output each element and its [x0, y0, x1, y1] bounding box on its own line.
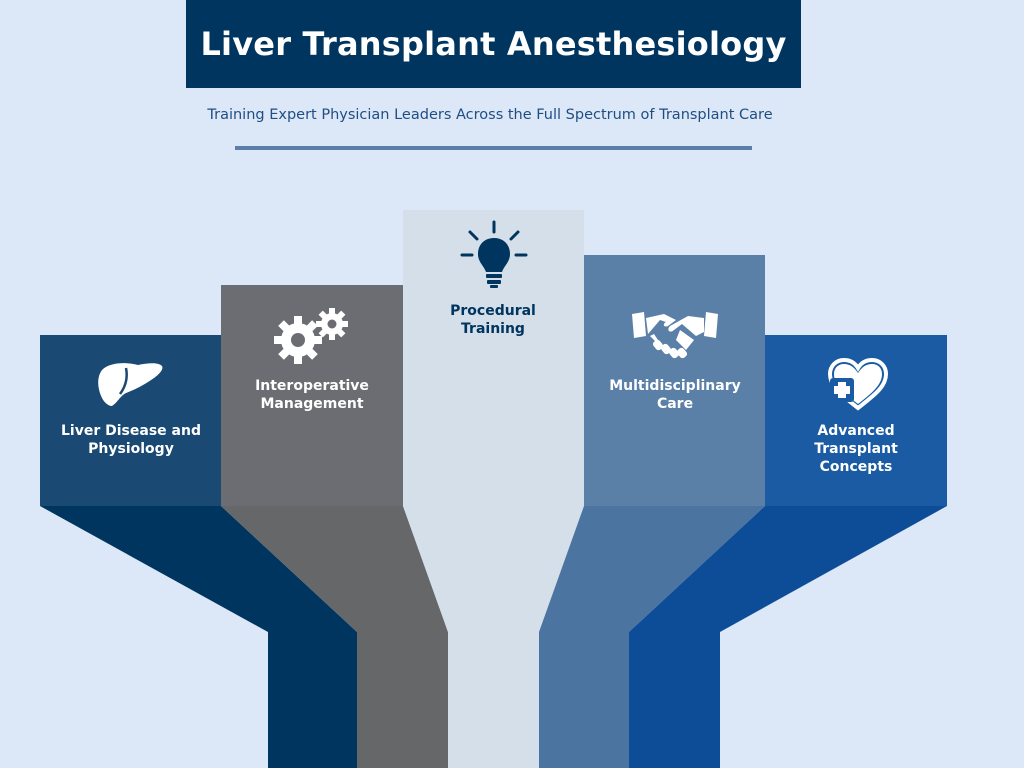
- pillar-multidisciplinary: [584, 255, 765, 506]
- pillar-liver-disease: [40, 335, 221, 506]
- stem-liver-disease: [40, 506, 357, 768]
- gears-icon: [274, 308, 348, 364]
- stem-advanced: [629, 506, 947, 768]
- stem-procedural: [403, 506, 584, 768]
- lightbulb-icon: [460, 220, 528, 288]
- liver-icon: [98, 363, 163, 406]
- pillar-label-advanced: Advanced Transplant Concepts: [814, 423, 898, 475]
- page-subtitle: Training Expert Physician Leaders Across…: [207, 107, 773, 123]
- divider: [235, 146, 752, 150]
- page-title: Liver Transplant Anesthesiology: [186, 0, 801, 88]
- stem-multidisciplinary: [539, 506, 765, 768]
- heart-plus-icon: [827, 357, 889, 411]
- pillar-label-multidisciplinary: Multidisciplinary Care: [609, 378, 741, 412]
- handshake-icon: [632, 312, 718, 359]
- pillar-label-procedural: Procedural Training: [450, 303, 536, 337]
- pillar-label-liver-disease: Liver Disease and Physiology: [61, 423, 201, 457]
- pillar-label-interoperative: Interoperative Management: [255, 378, 369, 412]
- stem-interoperative: [221, 506, 448, 768]
